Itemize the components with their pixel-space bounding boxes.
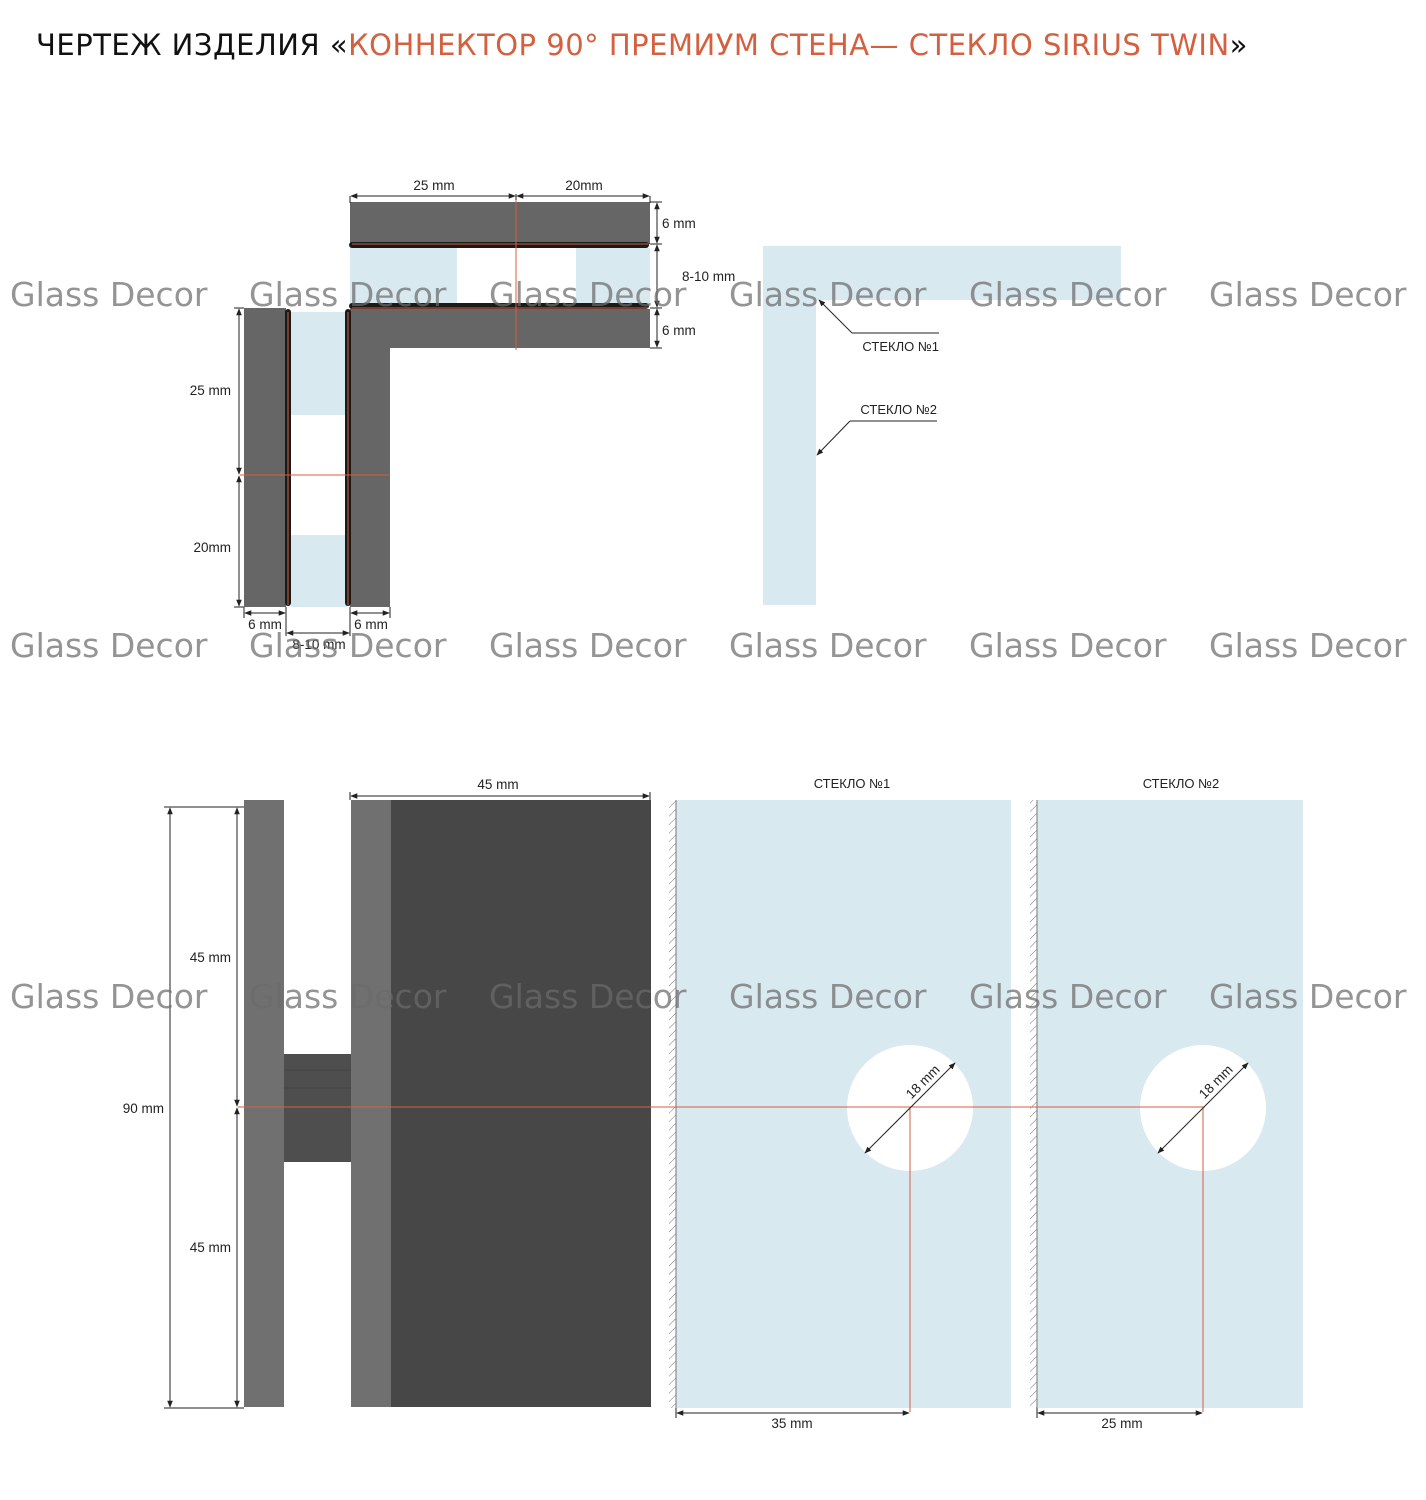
watermark: Glass Decor xyxy=(489,977,687,1016)
title-suffix: » xyxy=(1229,28,1248,62)
dim-label: 20mm xyxy=(565,178,603,193)
front-view: 45 mm 45 mm 90 mm 45 mm 18 mm 18 mm 35 m… xyxy=(123,776,1303,1431)
watermark: Glass Decor xyxy=(729,626,927,665)
dim-label: 6 mm xyxy=(662,216,696,231)
watermark: Glass Decor xyxy=(249,977,447,1016)
watermark-layer: Glass Decor Glass Decor Glass Decor Glas… xyxy=(10,275,1407,1016)
dim-label: 6 mm xyxy=(354,617,388,632)
glass2-label: СТЕКЛО №2 xyxy=(1143,776,1220,791)
clamp-body xyxy=(391,800,651,1407)
top-plate xyxy=(350,202,650,244)
wall-plate xyxy=(244,800,284,1407)
watermark: Glass Decor xyxy=(1209,977,1407,1016)
leader-line xyxy=(816,420,851,456)
watermark: Glass Decor xyxy=(489,275,687,314)
plan-view: 25 mm 20mm 6 mm 8-10 mm 6 mm 25 mm 20mm … xyxy=(190,178,1121,652)
watermark: Glass Decor xyxy=(1209,275,1407,314)
dim-label: 25 mm xyxy=(190,383,231,398)
watermark: Glass Decor xyxy=(489,626,687,665)
hatch-edge xyxy=(1030,800,1037,1408)
dim-label: 25 mm xyxy=(413,178,454,193)
watermark: Glass Decor xyxy=(10,275,208,314)
dim-label: 45 mm xyxy=(190,1240,231,1255)
dim-label: 8-10 mm xyxy=(292,637,345,652)
title-product: КОННЕКТОР 90° ПРЕМИУМ СТЕНА— СТЕКЛО SIRI… xyxy=(348,28,1230,62)
page-title: ЧЕРТЕЖ ИЗДЕЛИЯ «КОННЕКТОР 90° ПРЕМИУМ СТ… xyxy=(36,28,1248,62)
watermark: Glass Decor xyxy=(969,275,1167,314)
dim-line xyxy=(1157,1062,1249,1154)
corner-body xyxy=(350,309,650,607)
glass1-label: СТЕКЛО №1 xyxy=(814,776,891,791)
glass-l-shape xyxy=(763,246,1121,605)
watermark: Glass Decor xyxy=(969,977,1167,1016)
leader-line xyxy=(818,299,853,334)
dim-label: 25 mm xyxy=(1101,1416,1142,1431)
dim-label: 45 mm xyxy=(190,950,231,965)
watermark: Glass Decor xyxy=(10,977,208,1016)
glass1-label: СТЕКЛО №1 xyxy=(862,339,939,354)
watermark: Glass Decor xyxy=(10,626,208,665)
dim-label: 45 mm xyxy=(477,777,518,792)
glass-segment xyxy=(350,248,457,306)
dim-label: 35 mm xyxy=(771,1416,812,1431)
glass-segment xyxy=(576,248,650,306)
clamp-side xyxy=(351,800,391,1407)
dim-label: 6 mm xyxy=(248,617,282,632)
glass-segment xyxy=(291,535,347,607)
watermark: Glass Decor xyxy=(249,626,447,665)
watermark: Glass Decor xyxy=(1209,626,1407,665)
dim-line xyxy=(864,1062,956,1154)
watermark: Glass Decor xyxy=(729,275,927,314)
hatch-edge xyxy=(669,800,676,1408)
dim-label: 90 mm xyxy=(123,1101,164,1116)
watermark: Glass Decor xyxy=(969,626,1167,665)
watermark: Glass Decor xyxy=(249,275,447,314)
glass-segment xyxy=(291,312,347,415)
connector-pin xyxy=(284,1054,352,1162)
dim-label: 8-10 mm xyxy=(682,269,735,284)
dim-label: 6 mm xyxy=(662,323,696,338)
title-prefix: ЧЕРТЕЖ ИЗДЕЛИЯ « xyxy=(36,28,349,62)
dim-label: 20mm xyxy=(193,540,231,555)
glass2-label: СТЕКЛО №2 xyxy=(860,402,937,417)
watermark: Glass Decor xyxy=(729,977,927,1016)
wall-plate xyxy=(244,308,286,607)
